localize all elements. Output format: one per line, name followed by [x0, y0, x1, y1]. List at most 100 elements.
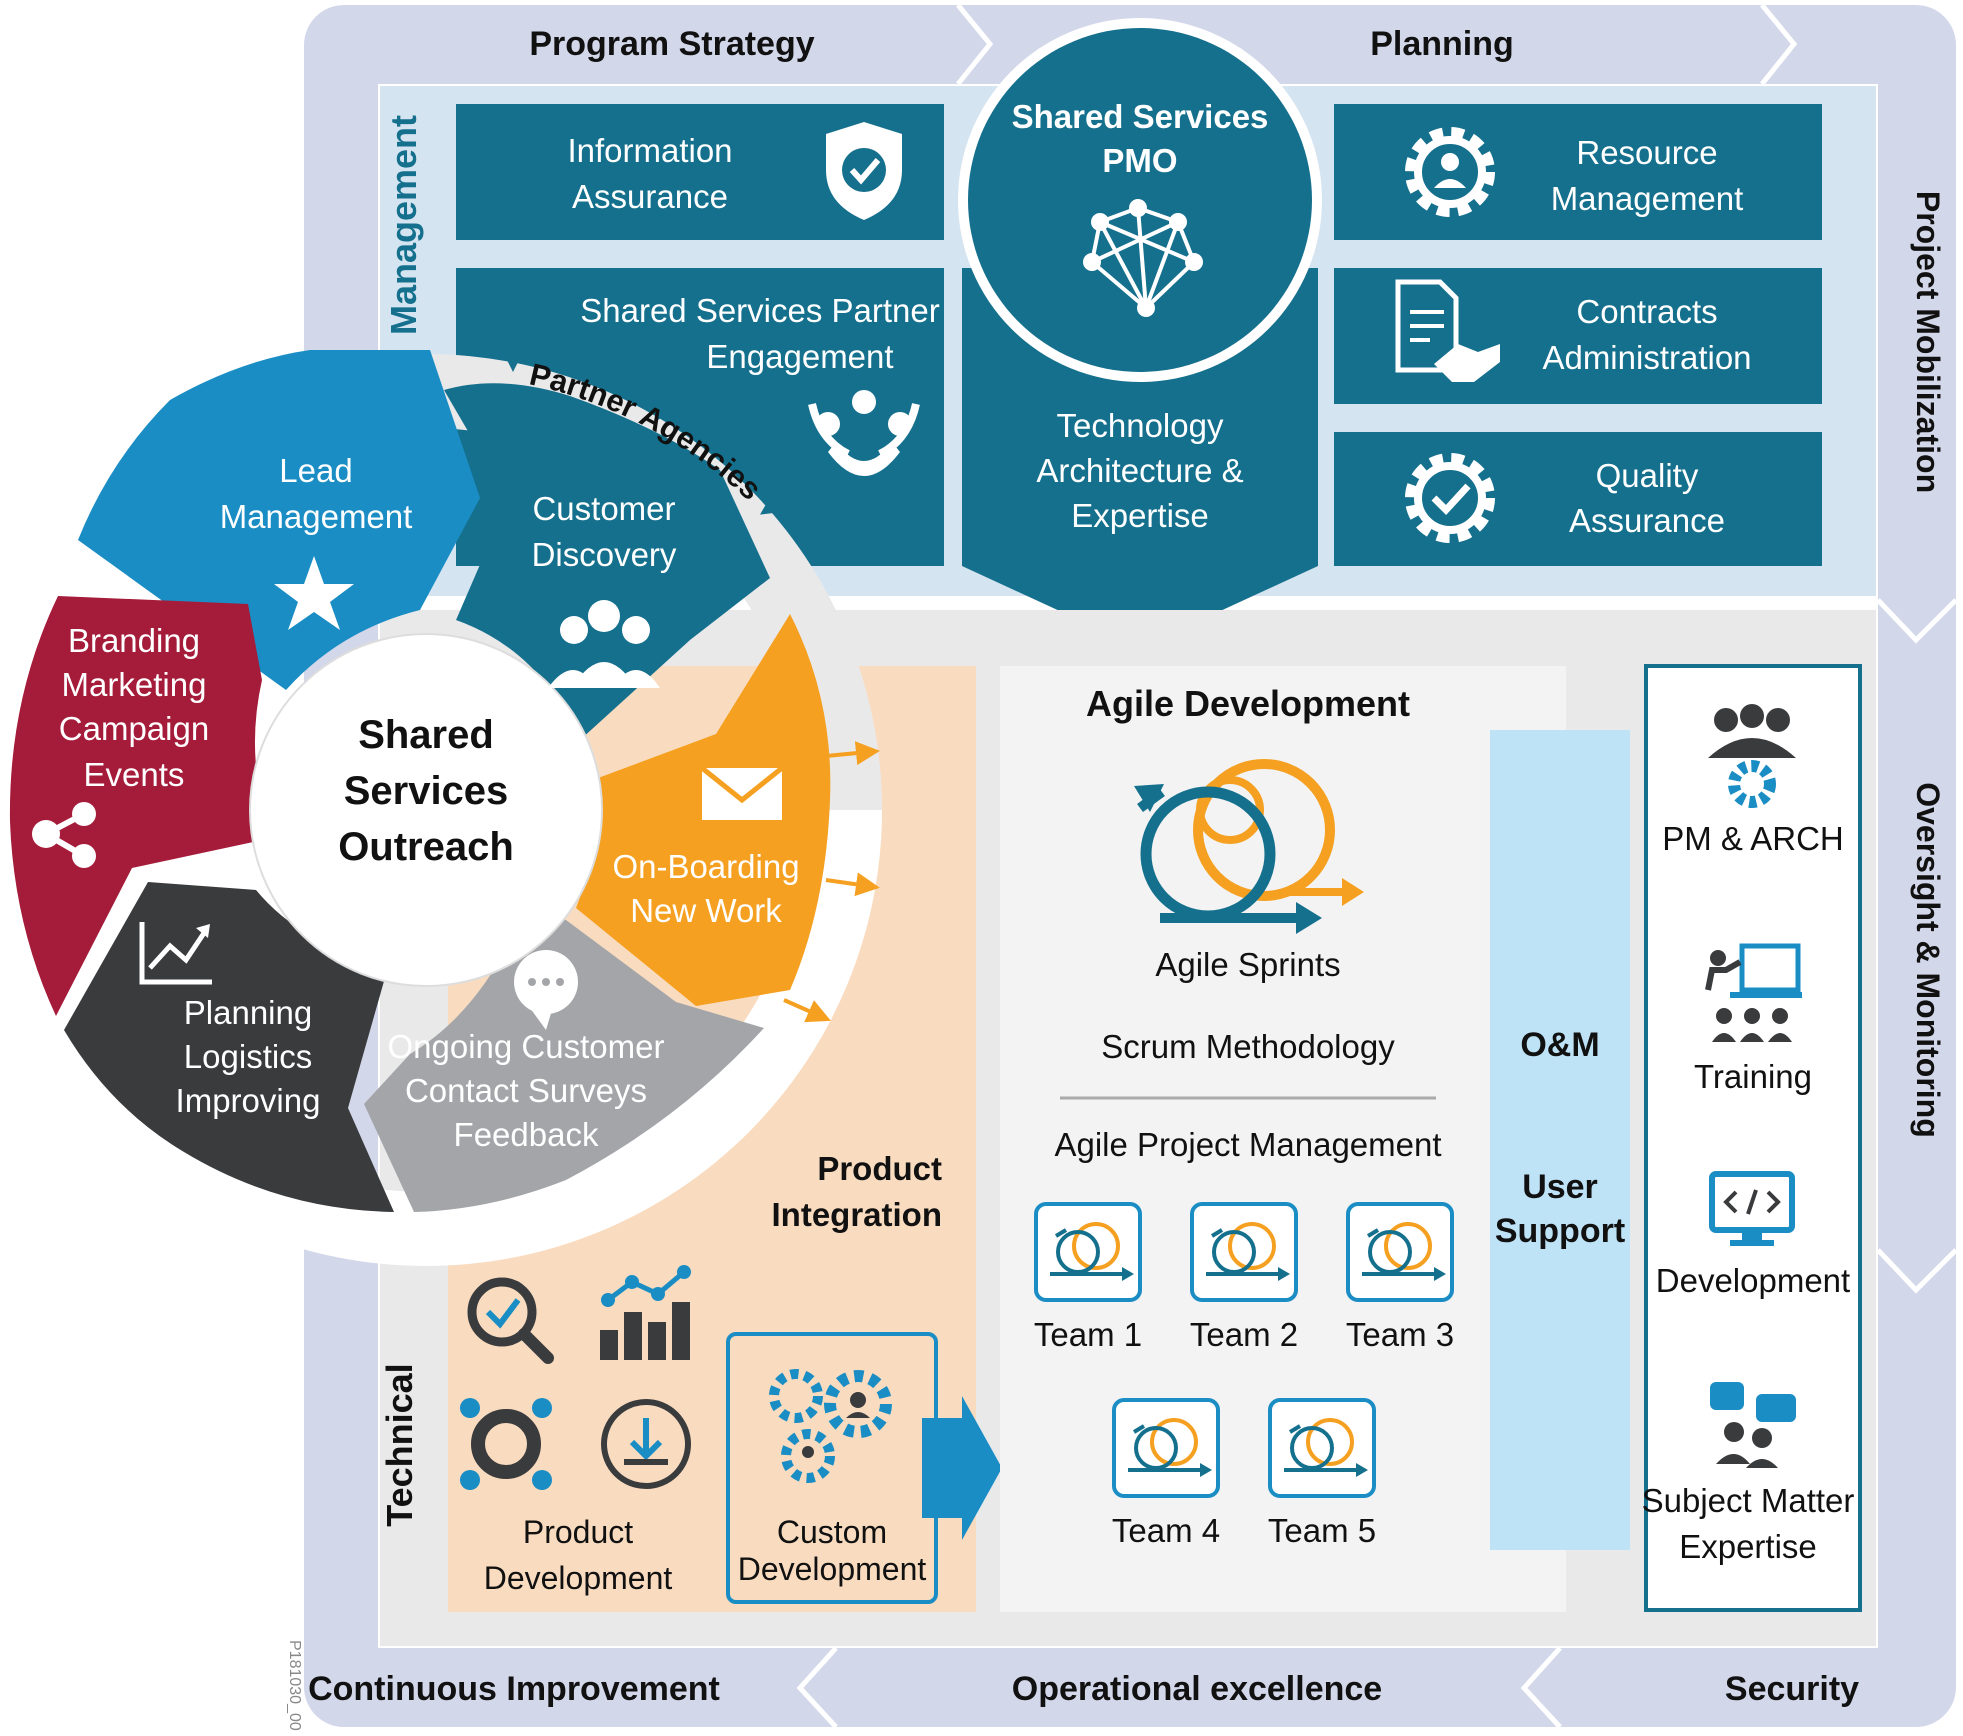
expert-chat-icon	[1710, 1382, 1796, 1468]
outreach-center-line1: Shared	[358, 713, 494, 757]
frame-label-project-mobilization: Project Mobilization	[1910, 191, 1946, 493]
onboarding-line2: New Work	[630, 892, 782, 929]
outreach-center-line2: Services	[344, 769, 509, 813]
tech-architecture-line1: Technology	[1057, 407, 1224, 444]
chevron-divider	[956, 3, 994, 86]
planning-line3: Improving	[176, 1082, 321, 1119]
branding-line2: Marketing	[62, 666, 207, 703]
custom-dev-line2: Development	[738, 1551, 927, 1587]
planning-line2: Logistics	[184, 1038, 312, 1075]
ongoing-line1: Ongoing Customer	[388, 1028, 665, 1065]
contracts-admin-line1: Contracts	[1576, 293, 1717, 330]
branding-segment	[9, 596, 273, 1016]
gears-people-icon	[769, 1369, 892, 1483]
pmo-line1: Shared Services	[1012, 98, 1269, 135]
chevron-divider	[1520, 1646, 1562, 1729]
contract-handshake-icon	[1395, 279, 1500, 382]
people-group-icon	[548, 600, 660, 688]
team-3-label: Team 3	[1346, 1316, 1454, 1353]
bar-chart-icon	[600, 1265, 691, 1360]
info-assurance-line1: Information	[567, 132, 732, 169]
om-line2: User	[1522, 1168, 1598, 1206]
customer-discovery-line2: Discovery	[532, 536, 677, 573]
product-dev-line2: Development	[484, 1560, 673, 1596]
frame-label-operational-excellence: Operational excellence	[1012, 1670, 1382, 1708]
resource-management-line1: Resource	[1576, 134, 1717, 171]
branding-line1: Branding	[68, 622, 200, 659]
planning-segment	[64, 882, 394, 1212]
team-1-label: Team 1	[1034, 1316, 1142, 1353]
team-4-label: Team 4	[1112, 1512, 1220, 1549]
partner-engagement-line1: Shared Services Partner	[580, 292, 940, 329]
branding-line4: Events	[84, 756, 185, 793]
team-2-label: Team 2	[1190, 1316, 1298, 1353]
customer-discovery-segment	[444, 383, 770, 740]
frame-label-program-strategy: Program Strategy	[529, 25, 814, 63]
integration-arrows-icon	[460, 1398, 552, 1490]
pmo-line2: PMO	[1102, 142, 1177, 179]
team-1-sprint-icon	[1034, 1202, 1142, 1302]
tech-architecture-box	[962, 268, 1318, 648]
agile-sprints-label: Agile Sprints	[1155, 946, 1340, 983]
shield-check-icon	[826, 122, 902, 220]
tech-architecture-line2: Architecture &	[1036, 452, 1243, 489]
development-label: Development	[1656, 1262, 1850, 1299]
onboarding-arrow	[825, 741, 880, 766]
outreach-wheel	[0, 322, 882, 1266]
sme-line1: Subject Matter	[1642, 1482, 1855, 1519]
ongoing-line2: Contact Surveys	[405, 1072, 647, 1109]
frame-label-oversight-monitoring: Oversight & Monitoring	[1910, 782, 1946, 1138]
lead-management-line2: Management	[220, 498, 413, 535]
customer-discovery-line1: Customer	[532, 490, 675, 527]
network-icon	[1083, 199, 1203, 317]
team-4-sprint-icon	[1112, 1398, 1220, 1498]
onboarding-line1: On-Boarding	[612, 848, 799, 885]
scrum-label: Scrum Methodology	[1101, 1028, 1395, 1065]
tech-architecture-line3: Expertise	[1071, 497, 1209, 534]
download-icon	[601, 1399, 691, 1489]
support-column	[1644, 664, 1862, 1612]
contracts-admin-line2: Administration	[1542, 339, 1751, 376]
chevron-divider	[1876, 598, 1958, 644]
product-integration-line2: Integration	[772, 1196, 943, 1233]
team-2-sprint-icon	[1190, 1202, 1298, 1302]
outreach-center	[250, 634, 602, 986]
quality-assurance-box	[1334, 432, 1822, 566]
om-line3: Support	[1495, 1212, 1625, 1250]
ongoing-contact-segment	[364, 906, 764, 1212]
gear-person-icon	[1405, 127, 1495, 217]
frame-label-continuous-improvement: Continuous Improvement	[308, 1670, 720, 1708]
frame-label-security: Security	[1725, 1670, 1859, 1708]
product-integration-line1: Product	[817, 1150, 942, 1187]
partnership-icon	[808, 390, 920, 476]
apm-label: Agile Project Management	[1054, 1126, 1441, 1163]
custom-dev-line1: Custom	[777, 1514, 887, 1550]
training-label: Training	[1694, 1058, 1812, 1095]
quality-assurance-line1: Quality	[1596, 457, 1699, 494]
agile-sprint-icon	[1134, 759, 1364, 934]
team-3-sprint-icon	[1346, 1202, 1454, 1302]
quality-assurance-line2: Assurance	[1569, 502, 1725, 539]
trend-chart-icon	[139, 922, 212, 985]
resource-management-line2: Management	[1551, 180, 1744, 217]
info-assurance-line2: Assurance	[572, 178, 728, 215]
planning-line1: Planning	[184, 994, 312, 1031]
frame-label-planning: Planning	[1370, 25, 1514, 63]
om-column	[1490, 730, 1630, 1550]
team-gear-icon	[1708, 704, 1796, 808]
om-line1: O&M	[1520, 1026, 1599, 1064]
chevron-divider	[796, 1646, 838, 1729]
onboarding-arrow	[825, 872, 880, 897]
management-label: Management	[383, 115, 424, 335]
partner-engagement-line2: Engagement	[706, 338, 893, 375]
team-5-label: Team 5	[1268, 1512, 1376, 1549]
resource-management-box	[1334, 104, 1822, 240]
agile-title: Agile Development	[1086, 683, 1410, 724]
ongoing-line3: Feedback	[454, 1116, 599, 1153]
magnifier-check-icon	[467, 1277, 554, 1364]
branding-line3: Campaign	[59, 710, 209, 747]
sme-line2: Expertise	[1679, 1528, 1817, 1565]
contracts-admin-box	[1334, 268, 1822, 404]
